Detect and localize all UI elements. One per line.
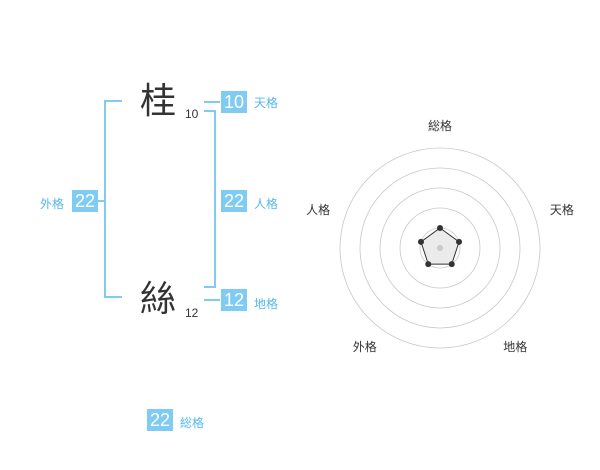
- radar-point: [448, 261, 455, 268]
- chikaku-value: 12: [221, 289, 247, 311]
- radar-rings: [339, 147, 541, 349]
- radar-axis-label: 地格: [503, 339, 528, 354]
- soukaku-value: 22: [147, 409, 173, 431]
- radar-axis-label: 総格: [427, 119, 452, 133]
- radar-chart: [339, 147, 541, 349]
- radar-ring: [399, 207, 481, 289]
- chikaku-label: 地格: [254, 297, 279, 311]
- jinkaku-bracket-vertical: [214, 110, 216, 288]
- name-char-1-strokes: 10: [185, 107, 199, 121]
- radar-series: [417, 225, 463, 268]
- radar-point: [456, 238, 463, 245]
- gaikaku-label: 外格: [40, 197, 65, 211]
- radar-center: [437, 245, 443, 251]
- radar-axis-label: 天格: [549, 203, 574, 218]
- jinkaku-bracket-top: [204, 110, 216, 112]
- tenkaku-label: 天格: [254, 96, 279, 110]
- radar-axis-label: 人格: [306, 203, 331, 218]
- gaikaku-connector: [98, 200, 106, 202]
- radar-ring: [339, 147, 541, 349]
- gaikaku-bracket-top: [104, 100, 122, 102]
- name-char-2: 絲: [140, 279, 177, 320]
- radar-point: [417, 238, 424, 245]
- gaikaku-bracket-bottom: [104, 296, 122, 298]
- jinkaku-label: 人格: [254, 197, 279, 211]
- radar-point: [425, 261, 432, 268]
- gaikaku-value: 22: [72, 190, 98, 212]
- radar-ring: [359, 167, 521, 329]
- jinkaku-value: 22: [221, 190, 247, 212]
- name-char-2-strokes: 12: [185, 306, 199, 320]
- radar-point: [437, 225, 443, 231]
- tenkaku-value: 10: [221, 91, 247, 113]
- radar-axis-label: 外格: [352, 339, 377, 354]
- name-char-1: 桂: [140, 81, 177, 122]
- tenkaku-connector: [204, 101, 220, 103]
- chikaku-connector: [204, 299, 220, 301]
- radar-ring: [379, 187, 501, 309]
- soukaku-label: 総格: [180, 416, 205, 430]
- jinkaku-bracket-bottom: [204, 286, 216, 288]
- gaikaku-bracket-vertical: [104, 100, 106, 298]
